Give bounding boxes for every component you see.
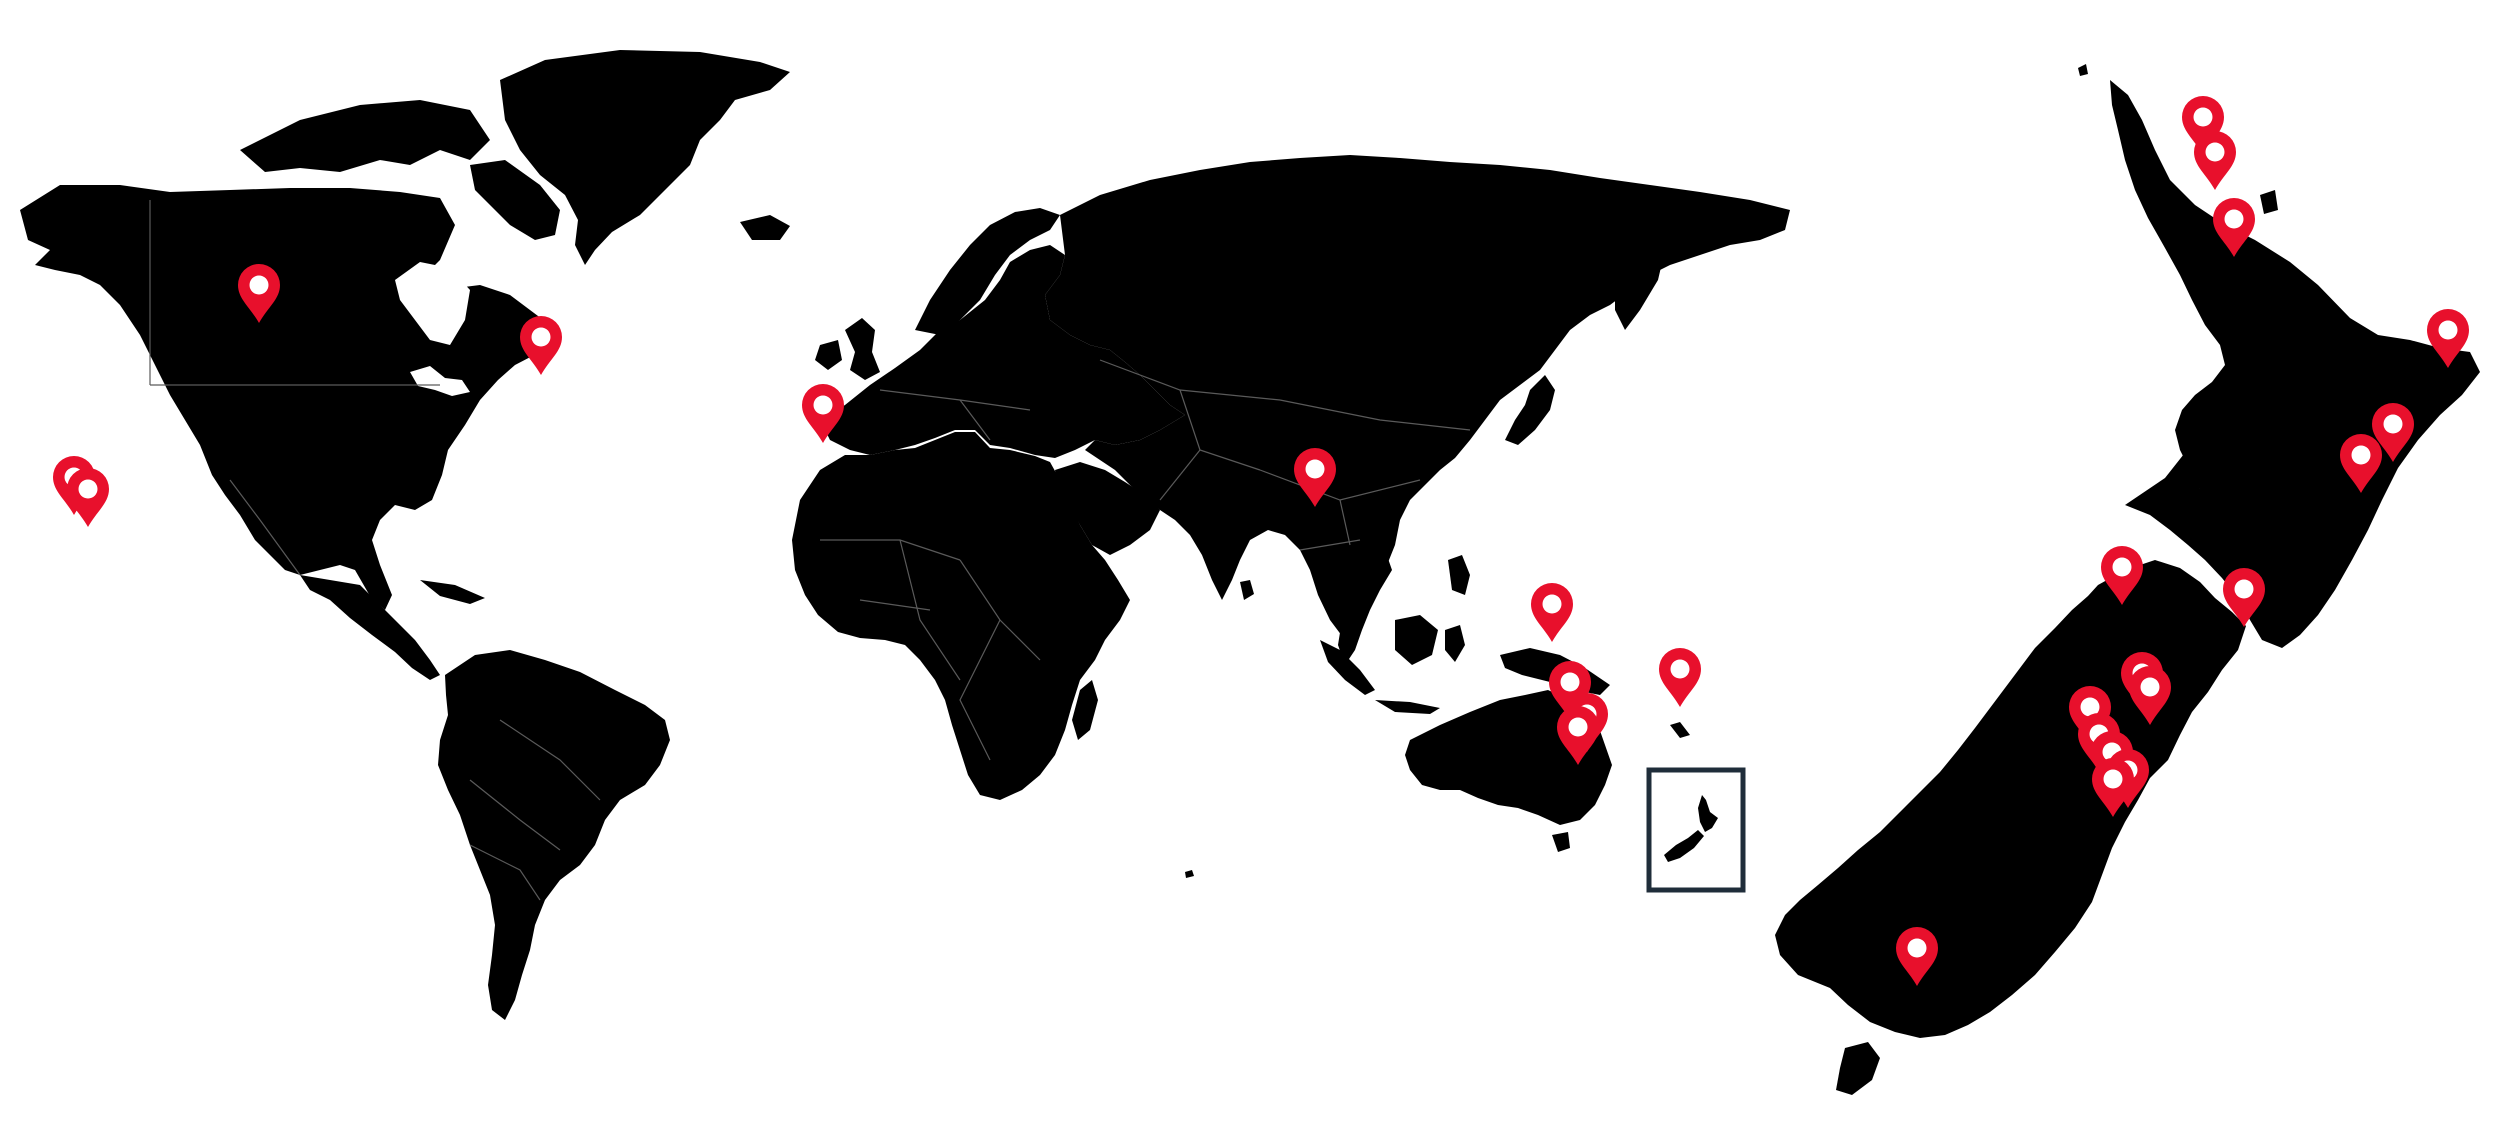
landmass-sri-lanka (1240, 580, 1254, 600)
landmass-philippines (1448, 555, 1470, 595)
map-pin-icon[interactable] (1659, 648, 1701, 707)
landmass-new-zealand-mini-south (1664, 830, 1704, 862)
water-great-lakes (410, 366, 470, 396)
landmass-new-caledonia (1670, 722, 1690, 738)
landmass-asia (1045, 155, 1790, 640)
landmass-iceland (740, 215, 790, 240)
map-pin-icon[interactable] (1531, 583, 1573, 642)
landmass-sumatra (1320, 640, 1375, 695)
landmass-baffin-island (470, 160, 560, 240)
landmass-europe (820, 245, 1185, 458)
world-map (20, 50, 1790, 1020)
landmass-japan (1505, 375, 1555, 445)
new-zealand-inset-frame (1646, 767, 1746, 893)
landmass-indochina (1335, 535, 1392, 665)
landmass-ireland (815, 340, 842, 370)
country-borders (149, 200, 1471, 901)
landmass-arctic-islands (240, 100, 490, 172)
landmass-borneo (1395, 615, 1438, 665)
landmass-north-america (20, 185, 560, 610)
landmass-central-america (300, 575, 440, 680)
landmass-hauraki-island (2260, 190, 2278, 214)
landmass-new-zealand-south-island (1775, 560, 2246, 1038)
map-pin-icon[interactable] (2194, 131, 2236, 190)
water-hudson-bay (395, 262, 470, 345)
landmass-new-zealand-north-island (2110, 80, 2480, 648)
landmass-greenland (500, 50, 790, 265)
landmass-sulawesi (1445, 625, 1465, 662)
landmass-java (1375, 700, 1440, 714)
landmass-new-zealand-mini-north (1698, 795, 1718, 832)
landmass-stewart-island (1836, 1042, 1880, 1095)
landmass-madagascar (1072, 680, 1098, 740)
landmass-south-america (438, 650, 670, 1020)
landmass-arabia (1055, 462, 1160, 555)
landmass-great-britain (845, 318, 880, 380)
map-pin-icon[interactable] (520, 316, 562, 375)
landmass-cuba (420, 580, 485, 604)
landmass-taranaki-cape (2125, 420, 2210, 505)
landmass-africa (792, 432, 1130, 800)
landmass-islet (1185, 870, 1194, 878)
landmass-scandinavia (915, 208, 1060, 335)
landmass-tasmania (1552, 832, 1570, 852)
landmass-kamchatka (1615, 240, 1665, 330)
landmass-nz-islet (2078, 64, 2088, 76)
map-pin-icon[interactable] (67, 468, 109, 527)
